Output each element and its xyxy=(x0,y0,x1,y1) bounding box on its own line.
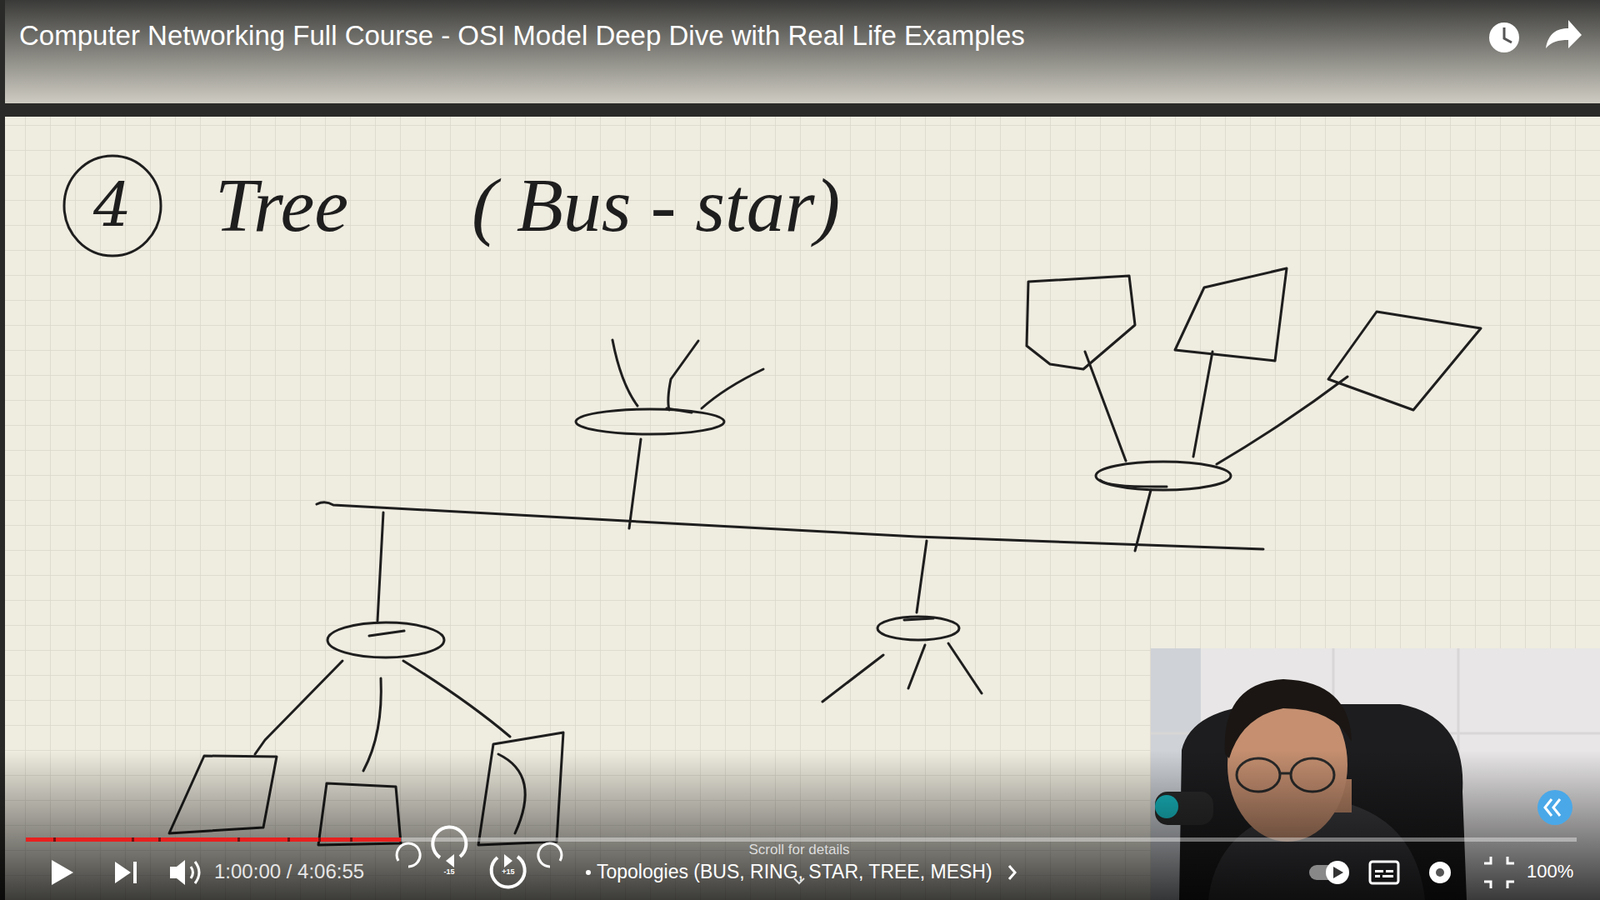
step-circle: 4 xyxy=(93,175,132,236)
chapter-title: Topologies (BUS, RING, STAR, TREE, MESH) xyxy=(596,861,993,883)
time-display: 1:00:00 / 4:06:55 xyxy=(214,860,365,883)
zoom-level: 100% xyxy=(1526,861,1574,882)
scroll-hint: Scroll for details xyxy=(749,842,850,859)
handwritten-subheading: ( Bus - star) xyxy=(471,163,840,248)
step-number: 4 xyxy=(93,175,132,236)
skip-label: +15 xyxy=(501,868,515,877)
skip-label: -15 xyxy=(443,868,455,877)
handwritten-heading: Tree xyxy=(215,163,349,248)
video-title: Computer Networking Full Course - OSI Mo… xyxy=(19,20,1025,52)
